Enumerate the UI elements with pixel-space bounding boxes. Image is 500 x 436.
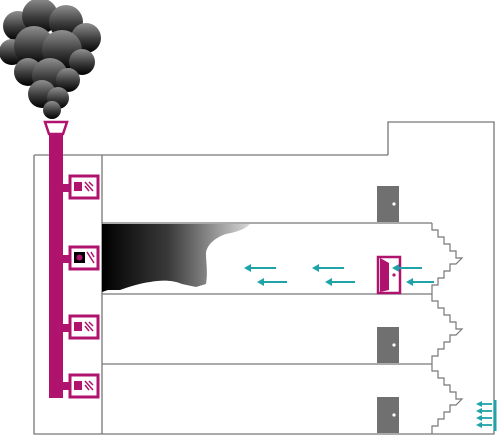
exhaust-hood <box>43 120 69 136</box>
airflow-arrow-icon <box>244 264 434 286</box>
stair-flight-2 <box>431 294 464 364</box>
stair-door-open <box>376 255 402 295</box>
duct-branch-4 <box>63 382 71 390</box>
stair-door-4 <box>377 397 399 433</box>
stair-flight-3 <box>431 364 464 434</box>
tower-outline <box>386 121 495 435</box>
smoke-damper-1 <box>68 174 100 200</box>
smoke-damper-3 <box>68 314 100 340</box>
duct-branch-3 <box>63 324 71 332</box>
left-wall <box>33 155 386 435</box>
stair-door-3 <box>377 327 399 363</box>
duct-branch-2 <box>63 255 71 263</box>
door-icon <box>377 186 399 433</box>
stair-zigzag <box>431 223 464 434</box>
stair-door-1 <box>377 186 399 222</box>
duct-branch-1 <box>63 184 71 192</box>
smoke-cloud-icon <box>0 0 101 119</box>
smoke-damper-2-open <box>68 245 100 271</box>
exhaust-riser <box>49 134 63 398</box>
pressurization-fan-icon <box>476 400 497 431</box>
exhaust-duct <box>43 120 71 398</box>
stair-flight-1 <box>431 223 464 294</box>
building-outline <box>33 121 495 435</box>
floor-smoke <box>102 224 250 292</box>
smoke-damper-4 <box>68 373 100 399</box>
